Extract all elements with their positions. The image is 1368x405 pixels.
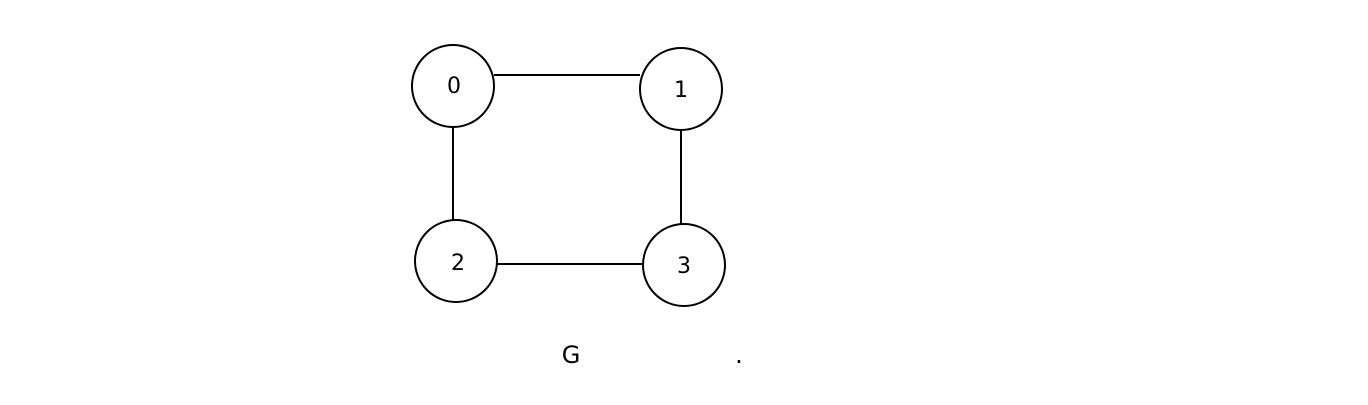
node-0-circle — [411, 44, 495, 128]
node-1-label: 1 — [674, 78, 688, 103]
node-3-circle — [642, 223, 726, 307]
node-1-circle — [639, 47, 723, 131]
node-0: 0 — [411, 44, 495, 128]
node-3-label: 3 — [677, 254, 691, 279]
graph-caption: G — [562, 341, 581, 369]
edges — [452, 74, 682, 265]
node-2-label: 2 — [451, 251, 465, 276]
node-2: 2 — [414, 219, 498, 303]
trailing-period: . — [735, 341, 743, 369]
node-0-label: 0 — [447, 74, 461, 99]
node-2-circle — [414, 219, 498, 303]
node-3: 3 — [642, 223, 726, 307]
node-1: 1 — [639, 47, 723, 131]
